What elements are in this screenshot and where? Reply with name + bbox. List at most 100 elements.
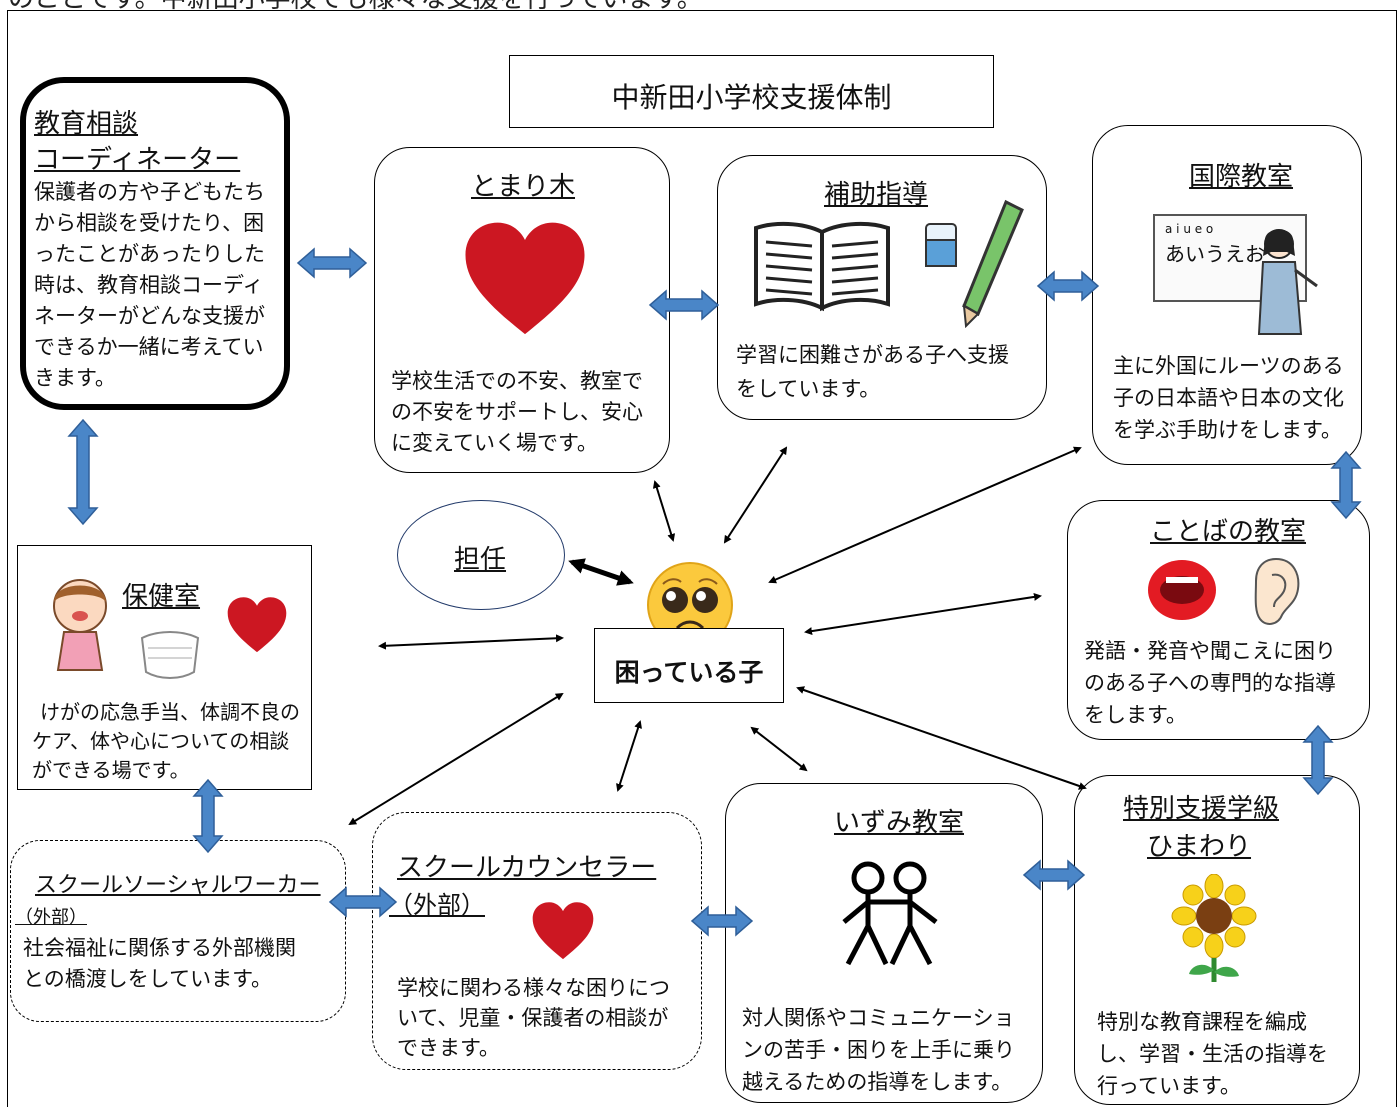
text-line: 学習に困難さがある子へ支援 bbox=[736, 343, 1009, 367]
heart-icon bbox=[532, 902, 594, 960]
text-line: をしています。 bbox=[736, 377, 881, 401]
node-hojo: 補助指導 学習に困難さがある子へ支援 をしています。 bbox=[717, 155, 1047, 420]
text-line: 社会福祉に関係する外部機関 bbox=[23, 936, 296, 960]
diagram-frame bbox=[7, 10, 1397, 1107]
text-line: ができる場です。 bbox=[32, 758, 190, 782]
header-title-box: 中新田小学校支援体制 bbox=[509, 55, 994, 128]
mask-icon bbox=[140, 631, 200, 679]
text-line: 主に外国にルーツのある bbox=[1113, 354, 1344, 378]
text-line: 発語・発音や聞こえに困り bbox=[1084, 639, 1336, 663]
center-label: 困っている子 bbox=[614, 658, 764, 687]
tokubetsu-title-2: ひまわり bbox=[1147, 832, 1252, 862]
hokenshitsu-body: けがの応急手当、体調不良の ケア、体や心についての相談 ができる場です。 bbox=[32, 698, 300, 785]
link-hokenshitsu-ssw bbox=[192, 778, 224, 854]
arrow-center-counselor bbox=[616, 720, 642, 792]
tomarigi-body: 学校生活での不安、教室で の不安をサポートし、安心 に変えていく場です。 bbox=[391, 366, 643, 459]
node-tokubetsu: 特別支援学級 ひまわり 特別な教育課程を編成 し、学習・生活の指導を 行っていま… bbox=[1074, 775, 1360, 1105]
hojo-body: 学習に困難さがある子へ支援 をしています。 bbox=[736, 338, 1009, 406]
text-line: けがの応急手当、体調不良の bbox=[40, 700, 300, 724]
text-line: 保護者の方や子どもたち bbox=[34, 180, 265, 204]
text-line: できるか一緒に考えてい bbox=[34, 335, 264, 359]
counselor-body: 学校に関わる様々な困りにつ いて、児童・保護者の相談が できます。 bbox=[397, 973, 670, 1063]
izumi-body: 対人関係やコミュニケーショ ンの苦手・困りを上手に乗り 越えるための指導をします… bbox=[742, 1002, 1015, 1098]
header-title: 中新田小学校支援体制 bbox=[611, 81, 892, 114]
text-line: 特別な教育課程を編成 bbox=[1097, 1010, 1307, 1034]
teacher-icon bbox=[1257, 229, 1318, 335]
link-hojo-kokusai bbox=[1036, 270, 1100, 302]
node-kotoba: ことばの教室 発語・発音や聞こえに困り のある子への専門的な指導 をします。 bbox=[1067, 500, 1370, 740]
ssw-sub: （外部） bbox=[15, 907, 87, 928]
text-line: 時は、教育相談コーディ bbox=[34, 273, 264, 297]
kokusai-body: 主に外国にルーツのある 子の日本語や日本の文化 を学ぶ手助けをします。 bbox=[1113, 350, 1344, 446]
text-line: のある子への専門的な指導 bbox=[1084, 671, 1336, 695]
center-node: 困っている子 bbox=[594, 628, 784, 703]
text-line: に変えていく場です。 bbox=[391, 431, 598, 455]
heart-icon bbox=[465, 222, 585, 335]
board-kana: あいうえお bbox=[1165, 242, 1265, 266]
tannin-label: 担任 bbox=[454, 545, 507, 575]
crying-child-icon bbox=[53, 579, 107, 671]
arrow-center-kotoba bbox=[804, 592, 1042, 636]
text-line: 子の日本語や日本の文化 bbox=[1113, 386, 1344, 410]
hokenshitsu-title: 保健室 bbox=[122, 582, 201, 612]
board-romaji: a i u e o bbox=[1165, 222, 1214, 236]
link-coordinator-tomarigi bbox=[296, 247, 368, 279]
arrow-center-ssw bbox=[348, 692, 564, 826]
link-tomarigi-hojo bbox=[648, 289, 720, 321]
text-line: から相談を受けたり、困 bbox=[34, 211, 265, 235]
text-line: との橋渡しをしています。 bbox=[23, 967, 273, 991]
ssw-title: スクールソーシャルワーカー bbox=[35, 873, 321, 898]
hojo-title: 補助指導 bbox=[824, 180, 929, 210]
kokusai-title: 国際教室 bbox=[1189, 162, 1294, 192]
counselor-sub: （外部） bbox=[389, 891, 485, 919]
text-line: 学校に関わる様々な困りにつ bbox=[397, 976, 670, 1000]
counselor-title: スクールカウンセラー bbox=[397, 853, 657, 883]
kotoba-title: ことばの教室 bbox=[1150, 517, 1307, 547]
text-line: を学ぶ手助けをします。 bbox=[1113, 418, 1342, 442]
eraser-icon bbox=[925, 223, 957, 267]
arrow-center-izumi bbox=[750, 726, 808, 772]
link-ssw-counselor bbox=[328, 886, 398, 918]
coordinator-title-2: コーディネーター bbox=[34, 145, 241, 175]
text-line: し、学習・生活の指導を bbox=[1097, 1042, 1328, 1066]
node-ssw: スクールソーシャルワーカー （外部） 社会福祉に関係する外部機関 との橋渡しをし… bbox=[10, 840, 346, 1022]
coordinator-body: 保護者の方や子どもたち から相談を受けたり、困 ったことがあったりした 時は、教… bbox=[34, 177, 265, 394]
node-kokusai: 国際教室 a i u e o あいうえお 主に外国にルーツのある 子の日本語や日… bbox=[1092, 125, 1362, 465]
kotoba-body: 発語・発音や聞こえに困り のある子への専門的な指導 をします。 bbox=[1084, 635, 1336, 731]
tomarigi-title: とまり木 bbox=[471, 172, 576, 202]
pencil-icon bbox=[962, 199, 1024, 328]
sunflower-icon bbox=[1171, 874, 1257, 982]
text-line: 行っています。 bbox=[1097, 1074, 1241, 1098]
arrow-center-tokubetsu bbox=[796, 686, 1087, 790]
arrow-center-kokusai bbox=[768, 446, 1082, 584]
text-line: きます。 bbox=[34, 366, 116, 390]
text-line: ったことがあったりした bbox=[34, 242, 265, 266]
mouth-icon bbox=[1148, 560, 1216, 620]
text-line: の不安をサポートし、安心 bbox=[391, 400, 643, 424]
node-izumi: いずみ教室 対人関係やコミュニケーショ ンの苦手・困りを上手に乗り 越えるための… bbox=[725, 783, 1043, 1103]
ear-icon bbox=[1254, 557, 1300, 625]
text-line: ネーターがどんな支援が bbox=[34, 304, 265, 328]
text-line: 対人関係やコミュニケーショ bbox=[742, 1006, 1015, 1030]
text-line: いて、児童・保護者の相談が bbox=[397, 1006, 669, 1030]
link-counselor-izumi bbox=[690, 905, 754, 937]
arrow-center-tannin bbox=[568, 558, 634, 586]
heart-icon bbox=[227, 597, 287, 653]
node-hokenshitsu: 保健室 けがの応急手当、体調不良の ケア、体や心についての相談 ができる場です。 bbox=[17, 545, 312, 790]
text-line: 学校生活での不安、教室で bbox=[391, 369, 643, 393]
ssw-body: 社会福祉に関係する外部機関 との橋渡しをしています。 bbox=[23, 933, 296, 995]
tokubetsu-body: 特別な教育課程を編成 し、学習・生活の指導を 行っています。 bbox=[1097, 1006, 1328, 1102]
node-coordinator: 教育相談 コーディネーター 保護者の方や子どもたち から相談を受けたり、困 った… bbox=[20, 77, 290, 410]
text-line: をします。 bbox=[1084, 703, 1187, 727]
two-people-icon bbox=[842, 861, 938, 966]
text-line: できます。 bbox=[397, 1036, 500, 1060]
text-line: ンの苦手・困りを上手に乗り bbox=[742, 1038, 1015, 1062]
text-line: 越えるための指導をします。 bbox=[742, 1070, 1013, 1094]
izumi-title: いずみ教室 bbox=[834, 808, 965, 838]
arrow-center-hojo bbox=[723, 446, 788, 544]
node-tannin: 担任 bbox=[397, 500, 565, 610]
coordinator-title-1: 教育相談 bbox=[34, 109, 139, 139]
link-kokusai-kotoba bbox=[1330, 450, 1362, 520]
link-kotoba-tokubetsu bbox=[1302, 724, 1334, 796]
